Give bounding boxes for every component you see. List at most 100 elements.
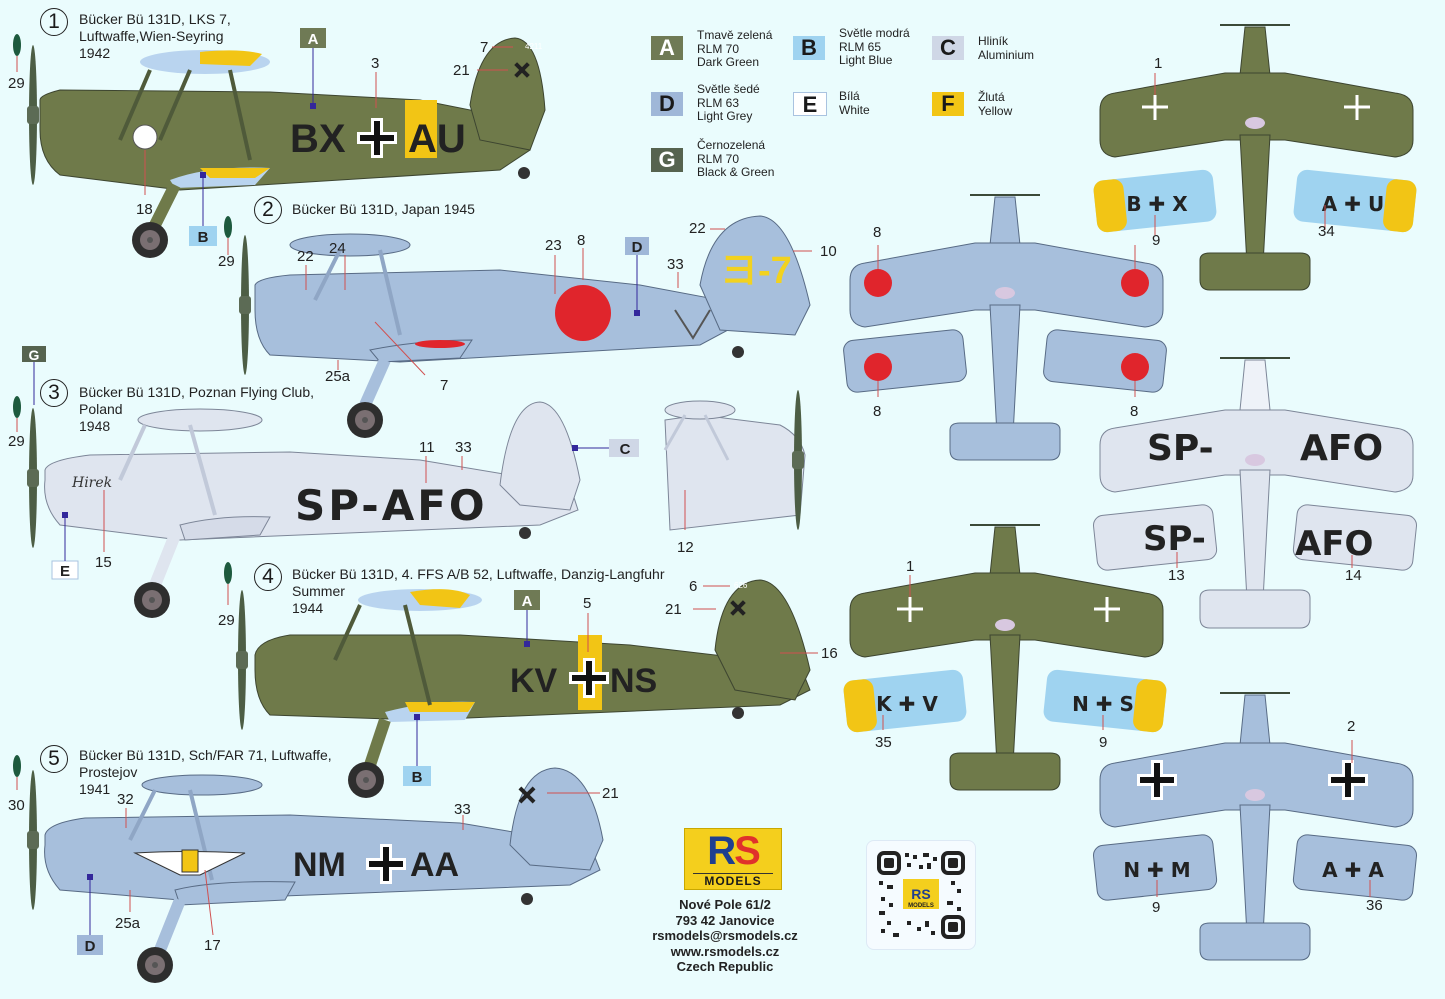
callout-22-tail: 22: [689, 220, 706, 237]
callout-7: 7: [440, 377, 449, 394]
profile-number: 5: [40, 745, 68, 773]
legend-swatch-a: A: [651, 36, 683, 60]
callout-30: 30: [8, 797, 25, 814]
callout-12: 12: [677, 539, 694, 556]
callout-21: 21: [602, 785, 619, 802]
email-link[interactable]: rsmodels@rsmodels.cz: [652, 928, 798, 943]
callout-24: 24: [329, 240, 346, 257]
callout-3: 3: [371, 55, 380, 72]
lower-wing-right-code: N ✚ S: [1072, 692, 1134, 716]
callout-34: 34: [1318, 223, 1335, 240]
logo-rs: RS: [707, 829, 761, 873]
callout-8: 8: [873, 224, 882, 241]
address-line: Nové Pole 61/2: [679, 897, 771, 912]
svg-text:B: B: [198, 229, 209, 246]
svg-text:A: A: [308, 31, 319, 48]
logo-models: MODELS: [693, 873, 773, 888]
legend-swatch-d: D: [651, 92, 683, 116]
callout-5: 5: [583, 595, 592, 612]
callout-33: 33: [455, 439, 472, 456]
aircraft-top-view: B ✚ X A ✚ U: [1093, 24, 1417, 291]
aircraft-top-view: SP- AFO SP- AFO: [1092, 357, 1418, 629]
callout-6: 6: [689, 578, 698, 595]
lower-wing-right-code: A ✚ A: [1322, 858, 1384, 882]
callout-33: 33: [454, 801, 471, 818]
legend-label-e: Bílá White: [839, 89, 870, 117]
profile-title: Bücker Bü 131D, Sch/FAR 71, Luftwaffe, P…: [79, 747, 332, 797]
legend-label-d: Světle šedé RLM 63 Light Grey: [697, 82, 760, 123]
aircraft-side-view: ヨ-7 D: [224, 215, 812, 438]
profile-title: Bücker Bü 131D, Japan 1945: [292, 201, 475, 217]
legend-label-f: Žlutá Yellow: [978, 90, 1013, 118]
profile-number: 2: [254, 196, 282, 224]
callout-23: 23: [545, 237, 562, 254]
profile-number: 1: [40, 8, 68, 36]
callout-25a: 25a: [115, 915, 141, 932]
svg-text:E: E: [60, 563, 70, 580]
lower-wing-left-code: K ✚ V: [876, 692, 938, 716]
legend-swatch-e: E: [793, 92, 827, 117]
aircraft-top-view: K ✚ V N ✚ S: [843, 524, 1167, 791]
company-address: Nové Pole 61/2 793 42 Janovice rsmodels@…: [640, 897, 810, 975]
website-link[interactable]: www.rsmodels.cz: [670, 943, 780, 959]
legend-label-c: Hliník Aluminium: [978, 34, 1035, 62]
callout-7: 7: [480, 39, 489, 56]
callout-9: 9: [1099, 734, 1108, 751]
callout-13: 13: [1168, 567, 1185, 584]
legend-label-g: Černozelená RLM 70 Black & Green: [697, 138, 775, 179]
aircraft-side-view: KV NS 626 A B: [224, 562, 818, 798]
qr-pattern: RS MODELS: [877, 851, 965, 939]
aircraft-side-view: NM AA D: [13, 755, 604, 983]
aircraft-side-view: BX AU 4211 A B: [13, 28, 546, 258]
code-left: BX: [290, 117, 346, 161]
callout-2: 2: [1347, 718, 1356, 735]
tail-number: 626: [734, 581, 748, 590]
lower-wing-left-reg: SP-: [1143, 519, 1206, 559]
code-right: AU: [408, 117, 466, 161]
qr-code[interactable]: RS MODELS: [866, 840, 976, 950]
callout-11: 11: [419, 439, 435, 456]
callout-29: 29: [218, 612, 235, 629]
callout-29: 29: [218, 253, 235, 270]
aircraft-side-view: Hirek SP-AFO G C E: [13, 346, 639, 618]
engine-detail-view: [663, 390, 806, 531]
svg-text:D: D: [85, 938, 96, 955]
callout-29: 29: [8, 75, 25, 92]
callout-18: 18: [136, 201, 153, 218]
callout-1: 1: [906, 558, 915, 575]
callout-33: 33: [667, 256, 684, 273]
callout-9: 9: [1152, 899, 1161, 916]
rs-models-logo: RS MODELS: [684, 828, 782, 890]
profile-number: 3: [40, 379, 68, 407]
address-line: Czech Republic: [676, 959, 774, 974]
upper-wing-right-reg: AFO: [1300, 428, 1383, 469]
callout-21: 21: [453, 62, 470, 79]
profile-title: Bücker Bü 131D, Poznan Flying Club, Pola…: [79, 384, 315, 434]
code-right: NS: [610, 662, 657, 700]
callout-10: 10: [820, 243, 837, 260]
profile-number: 4: [254, 563, 282, 591]
profile-title: Bücker Bü 131D, LKS 7, Luftwaffe,Wien-Se…: [79, 11, 231, 61]
callout-16: 16: [821, 645, 838, 662]
upper-wing-left-reg: SP-: [1147, 428, 1214, 469]
tail-number: 4211: [525, 42, 543, 51]
callout-36: 36: [1366, 897, 1383, 914]
callout-14: 14: [1345, 567, 1362, 584]
address-line: 793 42 Janovice: [675, 912, 775, 928]
lower-wing-left-code: B ✚ X: [1126, 192, 1188, 216]
svg-text:C: C: [620, 441, 631, 458]
aircraft-top-view: [843, 194, 1167, 461]
callout-25a: 25a: [325, 368, 351, 385]
callout-9: 9: [1152, 232, 1161, 249]
lower-wing-right-code: A ✚ U: [1322, 192, 1384, 216]
svg-text:A: A: [522, 593, 533, 610]
svg-text:D: D: [632, 239, 643, 256]
svg-text:RS: RS: [911, 886, 930, 902]
svg-text:MODELS: MODELS: [908, 903, 934, 909]
nose-script-name: Hirek: [71, 475, 112, 491]
legend-swatch-b: B: [793, 36, 825, 60]
callout-8: 8: [577, 232, 586, 249]
registration: SP-AFO: [295, 481, 488, 530]
callout-32: 32: [117, 791, 134, 808]
callout-8: 8: [1130, 403, 1139, 420]
